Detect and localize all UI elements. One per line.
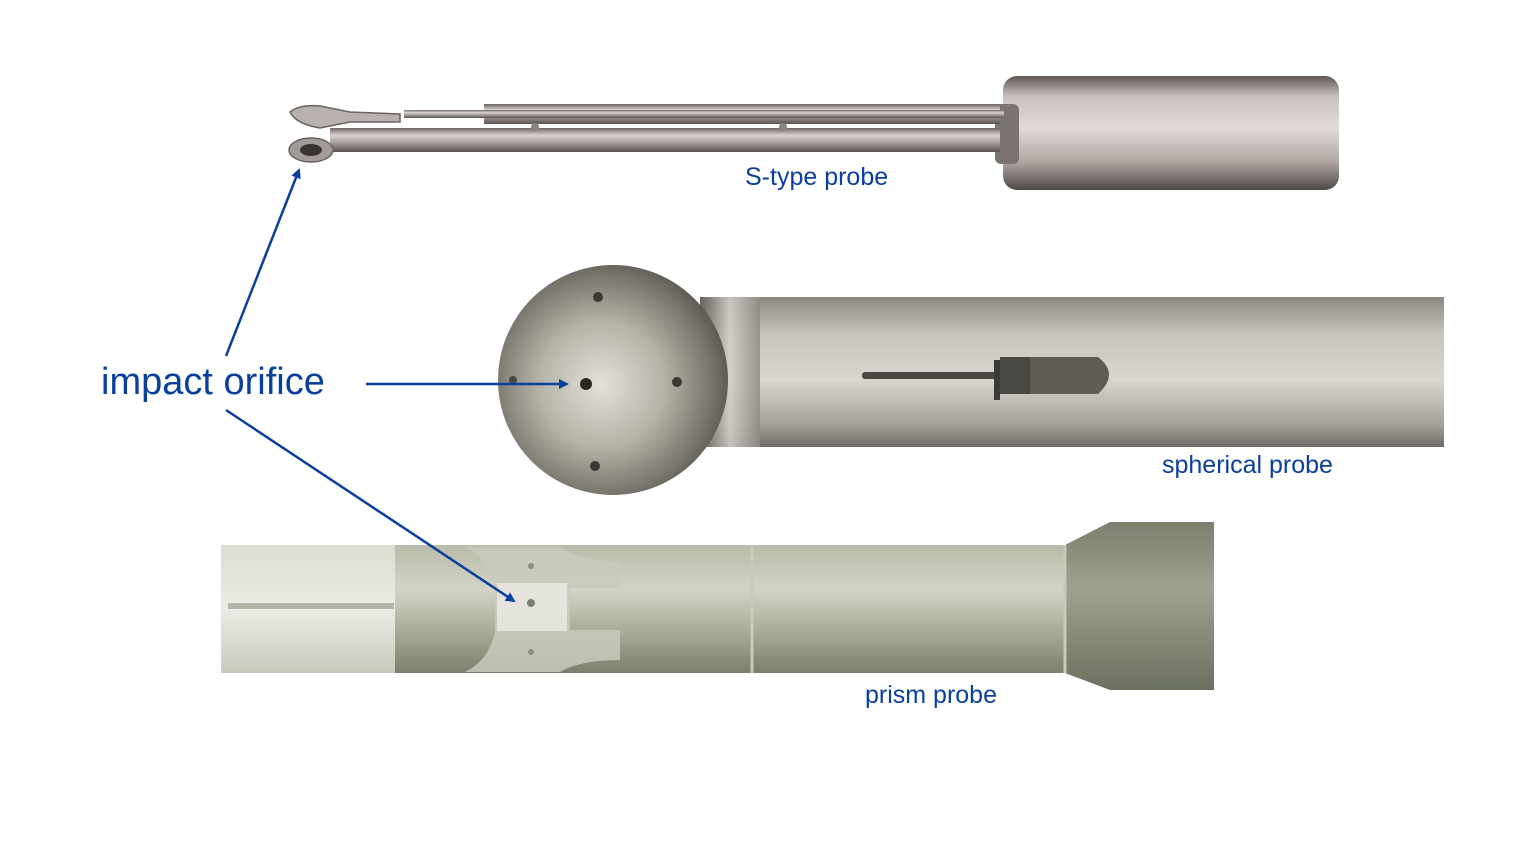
impact-orifice-label: impact orifice xyxy=(101,361,325,403)
prism-probe-label: prism probe xyxy=(865,681,997,709)
prism-probe-image xyxy=(221,522,1214,690)
s-type-probe-label: S-type probe xyxy=(745,163,889,191)
s-type-probe-image xyxy=(288,76,1339,190)
arrow-to-s-type-orifice xyxy=(224,168,301,357)
spherical-probe-image xyxy=(498,265,1444,495)
callout-arrows xyxy=(224,168,569,603)
arrow-to-prism-orifice xyxy=(225,408,516,603)
spherical-probe-label: spherical probe xyxy=(1162,451,1333,479)
